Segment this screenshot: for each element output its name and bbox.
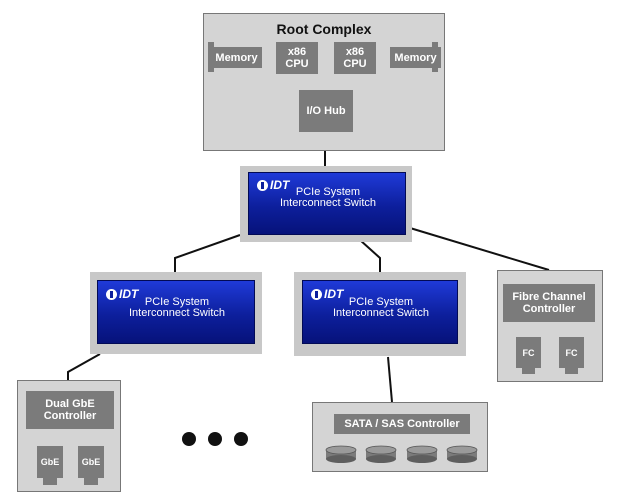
- ellipsis-dot-3: [234, 432, 248, 446]
- fibre-channel-controller: Fibre Channel Controller: [503, 284, 595, 322]
- fc-port-2: FC: [559, 337, 584, 368]
- ellipsis-dot-1: [182, 432, 196, 446]
- gbe-port-2: GbE: [78, 446, 104, 478]
- cpu-left: x86 CPU: [276, 42, 318, 74]
- idt-logo-left: IDT: [106, 287, 138, 301]
- sata-sas-controller: SATA / SAS Controller: [334, 414, 470, 434]
- cpu-right-label: x86 CPU: [343, 46, 367, 70]
- disk-icon: [406, 445, 438, 463]
- cpu-right: x86 CPU: [334, 42, 376, 74]
- idt-logo-mark-icon: [257, 179, 268, 191]
- idt-logo-mark-icon: [311, 288, 322, 300]
- fc-port-1-stem: [522, 366, 535, 374]
- idt-logo-top: IDT: [257, 178, 289, 192]
- memory-left: Memory: [211, 47, 262, 68]
- disk-icon: [446, 445, 478, 463]
- gbe-port-2-stem: [84, 476, 98, 485]
- idt-logo-text: IDT: [324, 287, 344, 301]
- gbe-port-1: GbE: [37, 446, 63, 478]
- disk-row: [325, 445, 478, 463]
- memory-right: Memory: [390, 47, 441, 68]
- fc-port-1: FC: [516, 337, 541, 368]
- left-switch: IDT PCIe System Interconnect Switch: [97, 280, 255, 344]
- dual-gbe-controller: Dual GbE Controller: [26, 391, 114, 429]
- fc-port-2-stem: [565, 366, 578, 374]
- idt-logo-middle: IDT: [311, 287, 343, 301]
- disk-icon: [325, 445, 357, 463]
- idt-logo-text: IDT: [270, 178, 290, 192]
- root-complex-title: Root Complex: [276, 21, 372, 37]
- idt-logo-text: IDT: [119, 287, 139, 301]
- middle-switch: IDT PCIe System Interconnect Switch: [302, 280, 458, 344]
- gbe-port-1-stem: [43, 476, 57, 485]
- idt-logo-mark-icon: [106, 288, 117, 300]
- left-switch-label: PCIe System Interconnect Switch: [129, 296, 225, 319]
- top-switch-label: PCIe System Interconnect Switch: [280, 186, 376, 209]
- io-hub: I/O Hub: [299, 90, 353, 132]
- middle-switch-label: PCIe System Interconnect Switch: [333, 296, 429, 319]
- ellipsis-dot-2: [208, 432, 222, 446]
- cpu-left-label: x86 CPU: [285, 46, 309, 70]
- top-switch: IDT PCIe System Interconnect Switch: [248, 172, 406, 235]
- disk-icon: [365, 445, 397, 463]
